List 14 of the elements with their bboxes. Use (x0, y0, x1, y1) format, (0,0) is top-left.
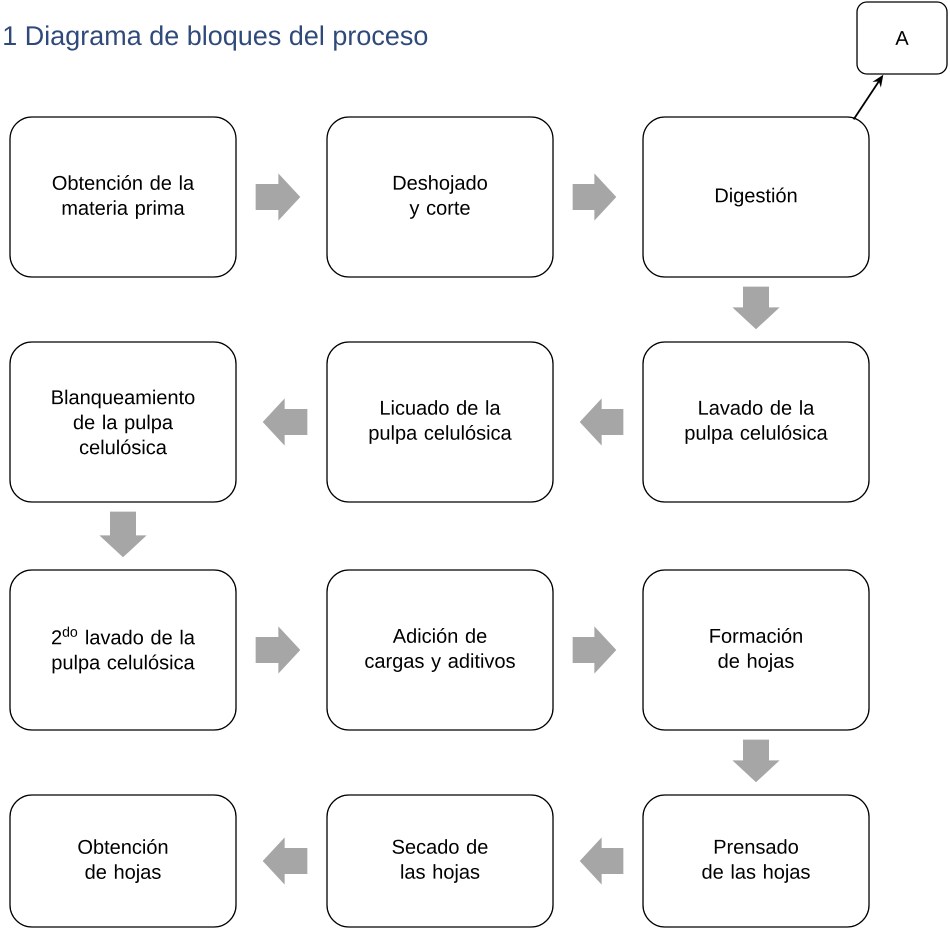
process-box: Lavado de la pulpa celulósica (642, 341, 870, 503)
title: 1 Diagrama de bloques del proceso (4, 25, 428, 51)
process-box: Deshojado y corte (326, 116, 554, 278)
process-box: Prensado de las hojas (642, 794, 870, 928)
process-box: Secado de las hojas (326, 794, 554, 928)
process-box: Obtención de la materia prima (9, 116, 237, 278)
process-box: Blanqueamiento de la pulpa celulósica (9, 341, 237, 503)
process-box: Licuado de la pulpa celulósica (326, 341, 554, 503)
process-box: Formación de hojas (642, 569, 870, 731)
connector-box: A (856, 1, 948, 75)
process-box: Adición de cargas y aditivos (326, 569, 554, 731)
process-box: Digestión (642, 116, 870, 278)
process-box: Obtención de hojas (9, 794, 237, 928)
process-box: 2$^{do}$ lavado de la pulpa celulósica (9, 569, 237, 731)
